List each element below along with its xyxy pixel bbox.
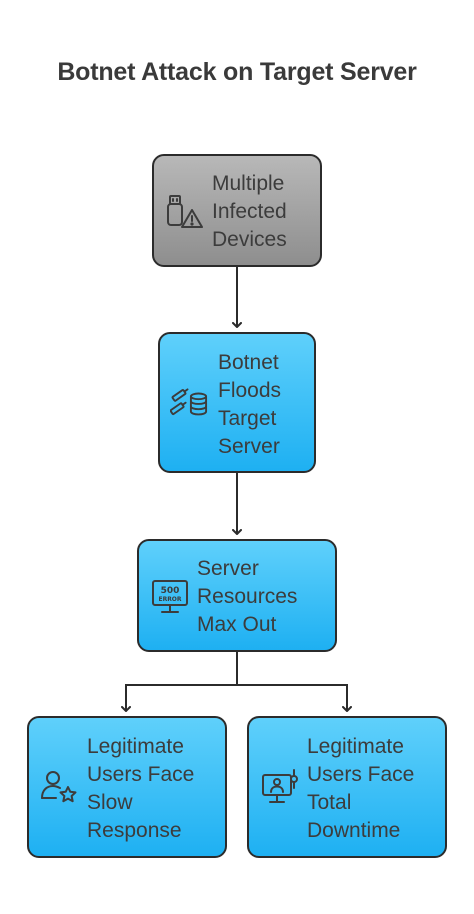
monitor-user-icon bbox=[261, 768, 299, 806]
node-botnet-floods: Botnet Floods Target Server bbox=[158, 332, 316, 473]
edge-server-to-slow bbox=[121, 684, 237, 712]
error-code-text: 500 bbox=[161, 586, 180, 596]
node-label: Legitimate Users Face Total Downtime bbox=[307, 735, 415, 842]
node-label: Legitimate Users Face Slow Response bbox=[87, 735, 195, 842]
node-label: Server Resources Max Out bbox=[197, 557, 298, 636]
user-star-icon bbox=[40, 768, 78, 806]
node-total-downtime: Legitimate Users Face Total Downtime bbox=[247, 716, 447, 858]
edge-server-to-downtime bbox=[237, 684, 352, 712]
diagram-title: Botnet Attack on Target Server bbox=[57, 58, 417, 86]
node-label: Botnet Floods Target Server bbox=[218, 351, 282, 458]
error-word-text: ERROR bbox=[158, 596, 181, 603]
node-slow-response: Legitimate Users Face Slow Response bbox=[27, 716, 227, 858]
node-infected-devices: Multiple Infected Devices bbox=[152, 154, 322, 267]
node-server-resources: 500 ERROR Server Resources Max Out bbox=[137, 539, 337, 652]
flood-database-icon bbox=[170, 384, 208, 422]
node-label: Multiple Infected Devices bbox=[212, 172, 287, 251]
error-500-monitor-icon: 500 ERROR bbox=[151, 578, 189, 616]
usb-warning-icon bbox=[165, 193, 203, 231]
